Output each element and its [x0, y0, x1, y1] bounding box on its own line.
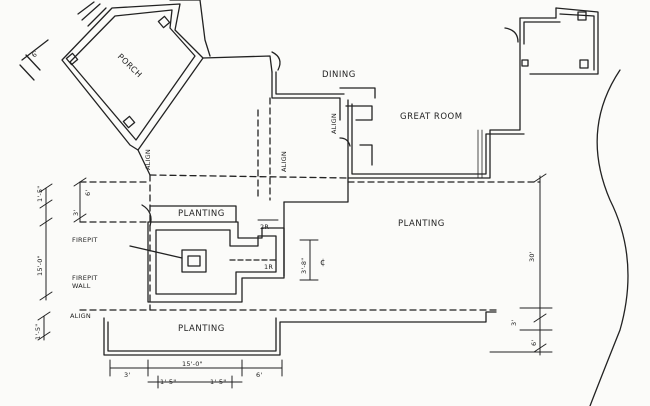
dim-3-right: 3'	[510, 319, 518, 326]
dim-3-8: 3'-8"	[300, 257, 308, 274]
dim-30: 30'	[528, 251, 536, 262]
planting-label-top: PLANTING	[178, 209, 225, 219]
firepit-label: FIREPIT	[72, 236, 98, 244]
house-walls	[271, 7, 599, 179]
firepit	[129, 245, 207, 273]
door-arc	[504, 27, 519, 43]
dim-1-5-left: 1'-5"	[34, 323, 42, 340]
dimension-lines-left	[37, 177, 87, 341]
align-label: ALIGN	[144, 149, 152, 170]
align-label: ALIGN	[330, 113, 338, 134]
dimension-lines-bottom	[109, 359, 283, 389]
center-mark: ¢	[320, 258, 326, 268]
firepit-wall-label-1: FIREPIT	[72, 274, 98, 282]
dim-3-bottom: 3'	[124, 371, 131, 379]
dining-label: DINING	[322, 70, 356, 80]
dim-3-top: 3'	[72, 209, 80, 216]
door-arc	[141, 204, 152, 227]
dim-1r: 1R	[264, 263, 274, 271]
dim-1-5-top: 1'-5"	[36, 185, 44, 202]
door-arc	[271, 51, 281, 71]
planting-label-bottom: PLANTING	[178, 324, 225, 334]
door-arc	[339, 137, 351, 147]
dim-15-0-left: 15'-0"	[36, 255, 44, 276]
great-room-label: GREAT ROOM	[400, 112, 463, 122]
site-boundary-curve	[589, 69, 629, 406]
firepit-wall	[147, 221, 285, 303]
planting-label-right: PLANTING	[398, 219, 445, 229]
dimension-lines-right	[257, 173, 553, 356]
dim-6-left: 6'	[84, 189, 92, 196]
dim-1-5-br: 1'-5"	[210, 378, 227, 386]
porch-outline	[19, 1, 204, 151]
dim-15-0-bottom: 15'-0"	[182, 360, 203, 368]
align-label: ALIGN	[70, 312, 91, 320]
dim-6-right: 6'	[530, 339, 538, 346]
dim-1-5-bl: 1'-5"	[160, 378, 177, 386]
dim-2r: 2R	[260, 223, 270, 231]
align-lines	[79, 97, 541, 311]
align-label: ALIGN	[280, 151, 288, 172]
firepit-wall-label-2: WALL	[72, 282, 91, 290]
porch-connector	[137, 55, 273, 176]
dim-6-bottom: 6'	[256, 371, 263, 379]
